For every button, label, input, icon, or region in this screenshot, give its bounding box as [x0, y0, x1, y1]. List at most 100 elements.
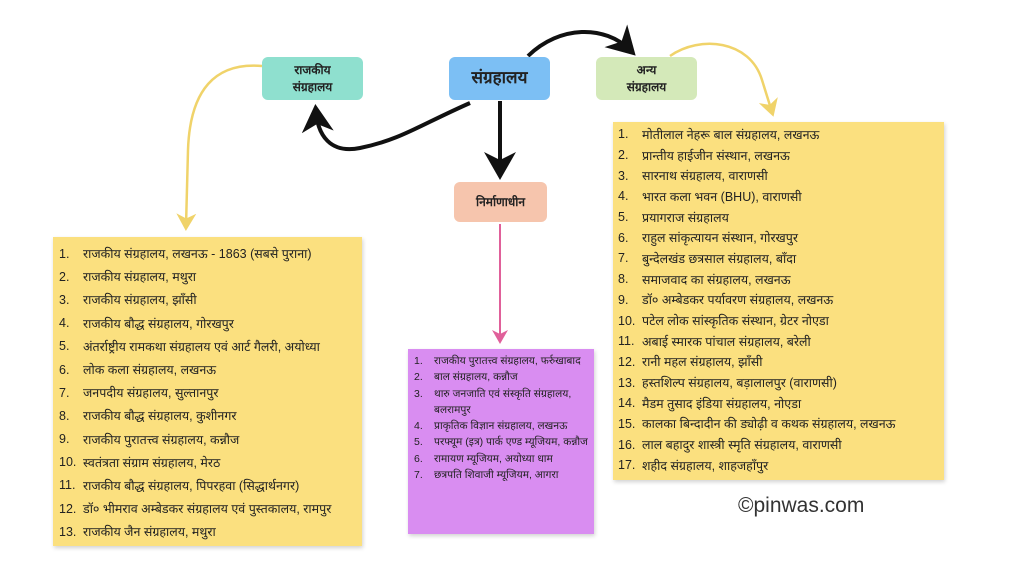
item-number: 3.: [414, 387, 423, 400]
list-item: 1. राजकीय पुरातत्त्व संग्रहालय, फर्रुखाबा…: [414, 353, 594, 369]
list-item: 12. डॉ० भीमराव अम्बेडकर संग्रहालय एवं पुस…: [59, 497, 362, 520]
list-item: 1. राजकीय संग्रहालय, लखनऊ - 1863 (सबसे पु…: [59, 242, 362, 265]
item-number: 1.: [59, 246, 70, 261]
item-number: 10.: [59, 455, 77, 470]
item-number: 5.: [618, 210, 629, 225]
list-item: 3.राजकीय संग्रहालय, झाँसी: [59, 288, 362, 311]
list-item: 4.प्राकृतिक विज्ञान संग्रहालय, लखनऊ: [414, 418, 594, 434]
list-item: 10. पटेल लोक सांस्कृतिक संस्थान, ग्रेटर न…: [618, 310, 944, 331]
under-construction-list: 1. राजकीय पुरातत्त्व संग्रहालय, फर्रुखाबा…: [408, 349, 594, 534]
item-number: 11.: [59, 478, 76, 493]
list-item: 4. भारत कला भवन (BHU), वाराणसी: [618, 186, 944, 207]
item-text: थारु जनजाति एवं संस्कृति संग्रहालय, बलरा…: [434, 387, 572, 416]
node-label: संग्रहालय: [292, 79, 333, 94]
node-label: संग्रहालय: [626, 79, 667, 94]
list-item: 8. राजकीय बौद्ध संग्रहालय, कुशीनगर: [59, 404, 362, 427]
list-item: 2. प्रान्तीय हाईजीन संस्थान, लखनऊ: [618, 145, 944, 166]
item-number: 10.: [618, 313, 636, 328]
item-number: 16.: [618, 437, 636, 452]
list-item: 13.राजकीय जैन संग्रहालय, मथुरा: [59, 520, 362, 543]
item-text: डॉ० भीमराव अम्बेडकर संग्रहालय एवं पुस्तक…: [83, 502, 332, 517]
node-label: संग्रहालय: [471, 68, 528, 88]
item-text: अबाई स्मारक पांचाल संग्रहालय, बरेली: [642, 334, 811, 349]
item-number: 3.: [59, 292, 70, 307]
item-number: 2.: [618, 148, 629, 163]
list-item: 15. कालका बिन्दादीन की ड्योढ़ी व कथक संग्…: [618, 414, 944, 435]
node-label: राजकीय: [294, 63, 331, 78]
item-number: 8.: [59, 408, 70, 423]
item-text: राहुल सांकृत्यायन संस्थान, गोरखपुर: [642, 231, 798, 246]
connector-other-to-list: [669, 42, 778, 117]
item-number: 11.: [618, 334, 635, 349]
item-number: 4.: [59, 316, 70, 331]
list-item: 7.छत्रपति शिवाजी म्यूजियम, आगरा: [414, 467, 594, 483]
item-text: राजकीय बौद्ध संग्रहालय, गोरखपुर: [83, 316, 234, 331]
list-item: 11. राजकीय बौद्ध संग्रहालय, पिपरहवा (सिद्…: [59, 474, 362, 497]
item-text: राजकीय संग्रहालय, मथुरा: [83, 270, 197, 285]
list-item: 3.सारनाथ संग्रहालय, वाराणसी: [618, 165, 944, 186]
node-under-construction: निर्माणाधीन: [454, 182, 547, 222]
item-number: 15.: [618, 416, 636, 431]
list-item: 10. स्वतंत्रता संग्राम संग्रहालय, मेरठ: [59, 451, 362, 474]
item-number: 8.: [618, 272, 629, 287]
list-item: 8. समाजवाद का संग्रहालय, लखनऊ: [618, 269, 944, 290]
item-text: बाल संग्रहालय, कन्नौज: [434, 371, 518, 384]
list-item: 2.राजकीय संग्रहालय, मथुरा: [59, 265, 362, 288]
item-text: छत्रपति शिवाजी म्यूजियम, आगरा: [434, 469, 559, 482]
list-item: 12. रानी महल संग्रहालय, झाँसी: [618, 352, 944, 373]
list-item: 9.डॉ० अम्बेडकर पर्यावरण संग्रहालय, लखनऊ: [618, 290, 944, 311]
item-number: 17.: [618, 458, 636, 473]
list-item: 5. परफ्यूम (इत्र) पार्क एण्ड म्यूजियम, कन…: [414, 434, 594, 450]
list-item: 6.लोक कला संग्रहालय, लखनऊ: [59, 358, 362, 381]
list-item: 17.शहीद संग्रहालय, शाहजहाँपुर: [618, 455, 944, 476]
node-label: निर्माणाधीन: [476, 194, 525, 209]
item-text: रानी महल संग्रहालय, झाँसी: [642, 355, 763, 370]
node-label: अन्य: [636, 63, 657, 78]
list-item: 4. राजकीय बौद्ध संग्रहालय, गोरखपुर: [59, 312, 362, 335]
item-text: राजकीय बौद्ध संग्रहालय, कुशीनगर: [83, 409, 237, 424]
item-text: स्वतंत्रता संग्राम संग्रहालय, मेरठ: [83, 455, 221, 470]
item-number: 12.: [618, 354, 636, 369]
item-text: राजकीय बौद्ध संग्रहालय, पिपरहवा (सिद्धार…: [83, 478, 300, 493]
arrow-root-to-government: [301, 101, 471, 152]
list-item: 5.प्रयागराज संग्रहालय: [618, 207, 944, 228]
list-item: 11. अबाई स्मारक पांचाल संग्रहालय, बरेली: [618, 331, 944, 352]
item-text: राजकीय पुरातत्त्व संग्रहालय, फर्रुखाबाद: [434, 355, 581, 367]
item-number: 9.: [59, 432, 70, 447]
item-number: 14.: [618, 396, 636, 411]
item-number: 1.: [414, 355, 423, 367]
list-item: 14. मैडम तुसाद इंडिया संग्रहालय, नोएडा: [618, 393, 944, 414]
list-item: 3. थारु जनजाति एवं संस्कृति संग्रहालय, बल…: [414, 386, 594, 419]
item-number: 4.: [618, 189, 629, 204]
item-text: अंतर्राष्ट्रीय रामकथा संग्रहालय एवं आर्ट…: [83, 339, 320, 354]
item-text: मैडम तुसाद इंडिया संग्रहालय, नोएडा: [642, 396, 802, 411]
item-text: रामायण म्यूजियम, अयोध्या धाम: [434, 452, 553, 465]
item-text: भारत कला भवन (BHU), वाराणसी: [642, 189, 802, 204]
item-text: समाजवाद का संग्रहालय, लखनऊ: [642, 272, 791, 287]
item-number: 2.: [414, 371, 423, 384]
item-text: राजकीय पुरातत्त्व संग्रहालय, कन्नौज: [83, 432, 240, 447]
item-number: 7.: [59, 385, 70, 400]
item-number: 6.: [414, 452, 423, 465]
item-text: सारनाथ संग्रहालय, वाराणसी: [642, 169, 768, 184]
item-number: 1.: [618, 127, 629, 142]
item-text: राजकीय जैन संग्रहालय, मथुरा: [83, 525, 216, 540]
item-number: 5.: [414, 436, 423, 449]
list-item: 2. बाल संग्रहालय, कन्नौज: [414, 369, 594, 385]
item-text: परफ्यूम (इत्र) पार्क एण्ड म्यूजियम, कन्न…: [434, 436, 588, 449]
item-number: 12.: [59, 501, 77, 516]
node-museums-root: संग्रहालय: [449, 57, 550, 100]
item-number: 9.: [618, 292, 629, 307]
item-number: 5.: [59, 339, 70, 354]
item-text: राजकीय संग्रहालय, लखनऊ - 1863 (सबसे पुरा…: [83, 247, 312, 262]
item-text: कालका बिन्दादीन की ड्योढ़ी व कथक संग्रहा…: [642, 417, 896, 432]
item-text: प्रान्तीय हाईजीन संस्थान, लखनऊ: [642, 148, 790, 163]
item-text: बुन्देलखंड छत्रसाल संग्रहालय, बाँदा: [642, 251, 797, 266]
item-text: लाल बहादुर शास्त्री स्मृति संग्रहालय, वा…: [642, 438, 842, 453]
list-item: 7.जनपदीय संग्रहालय, सुल्तानपुर: [59, 381, 362, 404]
item-number: 4.: [414, 420, 423, 433]
item-text: पटेल लोक सांस्कृतिक संस्थान, ग्रेटर नोएड…: [642, 314, 829, 329]
